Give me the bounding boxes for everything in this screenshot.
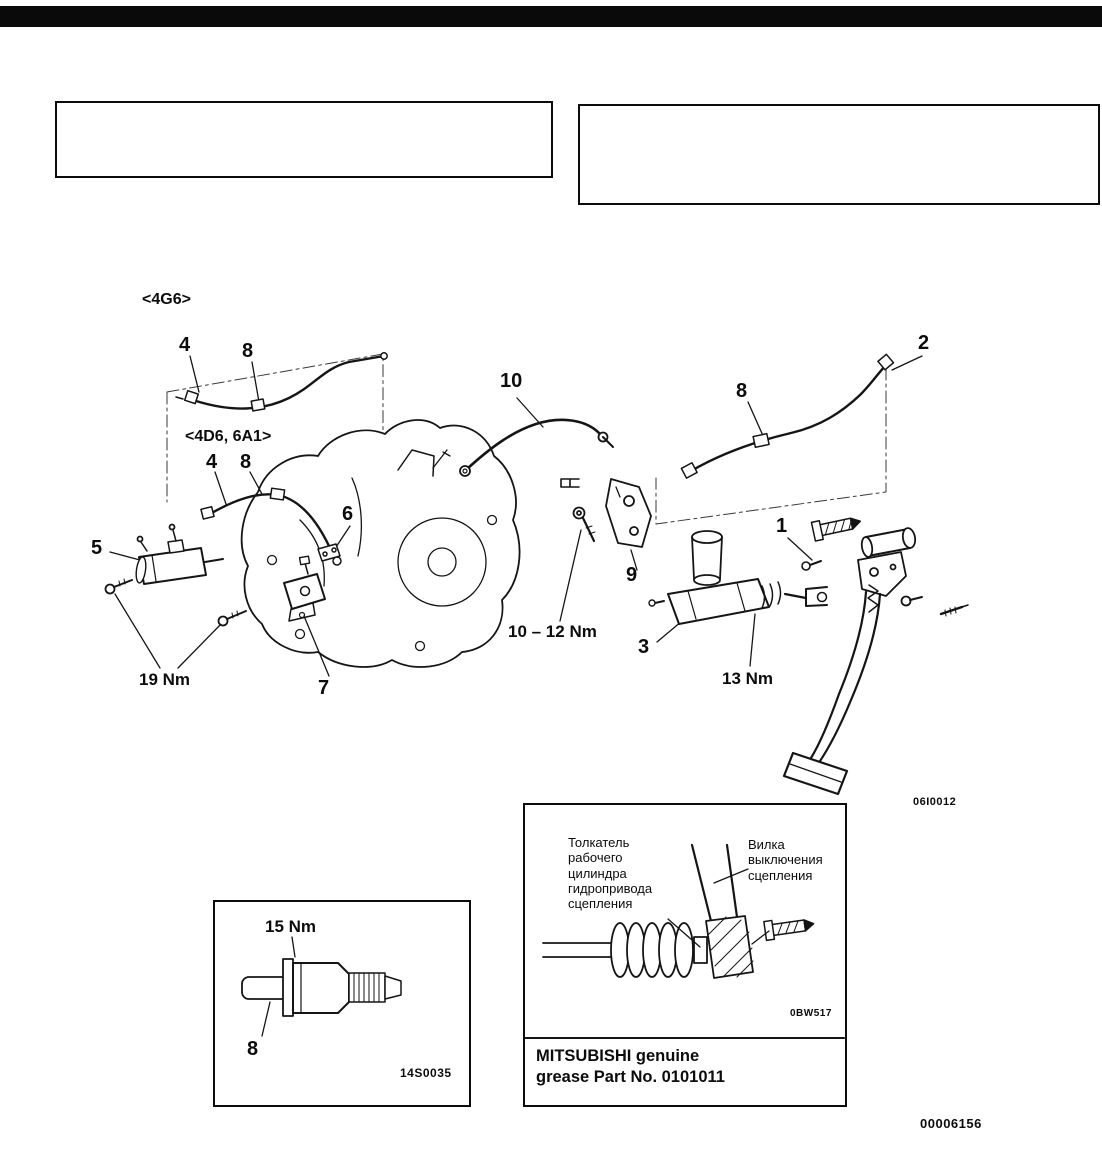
inset-grease-art [523,843,845,1039]
callout-2: 2 [918,332,930,354]
inset-switch-box [213,900,471,1107]
leader-lines [109,355,923,677]
torque-13nm: 13 Nm [722,669,774,688]
pipe-right [680,353,895,479]
callout-10: 10 [500,370,523,392]
callout-9: 9 [626,564,638,586]
pipe-4g6 [175,352,388,412]
slave-cylinder [104,523,247,627]
clutch-pedal [782,527,969,796]
callout-4-top: 4 [179,334,191,356]
callout-5: 5 [91,537,103,559]
inset-switch-figure-code: 14S0035 [400,1066,452,1080]
inset-grease-figure-code: 0BW517 [790,1008,832,1019]
grease-caption: MITSUBISHI genuine grease Part No. 01010… [536,1047,725,1087]
inset-switch-torque: 15 Nm [265,917,317,936]
callout-6: 6 [342,503,354,525]
callout-3: 3 [638,636,650,658]
torque-19nm: 19 Nm [139,670,191,689]
flexible-hose [459,418,614,488]
clevis-bolt [801,560,822,571]
header-box-right [578,104,1100,205]
callout-1: 1 [776,515,788,537]
callout-4-mid: 4 [206,451,218,473]
inset-switch-callout: 8 [247,1038,259,1060]
diagram-figure-code: 06I0012 [913,796,957,808]
transmission-housing [240,419,521,668]
torque-10-12nm: 10 – 12 Nm [508,622,597,641]
hose-clip-icon [560,478,580,488]
page-footer-code: 00006156 [920,1116,982,1131]
variant-4g6: <4G6> [142,291,191,308]
clutch-valve [283,555,326,622]
pipe-4d6 [200,487,342,566]
bolt-10-12nm [572,506,596,543]
label-release-fork: Вилка выключения сцепления [748,837,823,883]
pipe-joint-6 [317,543,341,562]
inset-grease-box [523,803,847,1107]
inset-switch-art [241,936,402,1037]
variant-4d6-6a1: <4D6, 6A1> [185,428,272,445]
clevis-pin-icon [810,517,862,542]
callout-8-top: 8 [242,340,254,362]
callout-7: 7 [318,677,330,699]
callout-8-right: 8 [736,380,748,402]
mounting-bracket [605,478,652,548]
clutch-master-cylinder [648,530,828,625]
label-pushrod: Толкатель рабочего цилиндра гидропривода… [568,835,653,912]
top-black-bar [0,6,1102,27]
header-box-left [55,101,553,178]
callout-8-mid: 8 [240,451,252,473]
